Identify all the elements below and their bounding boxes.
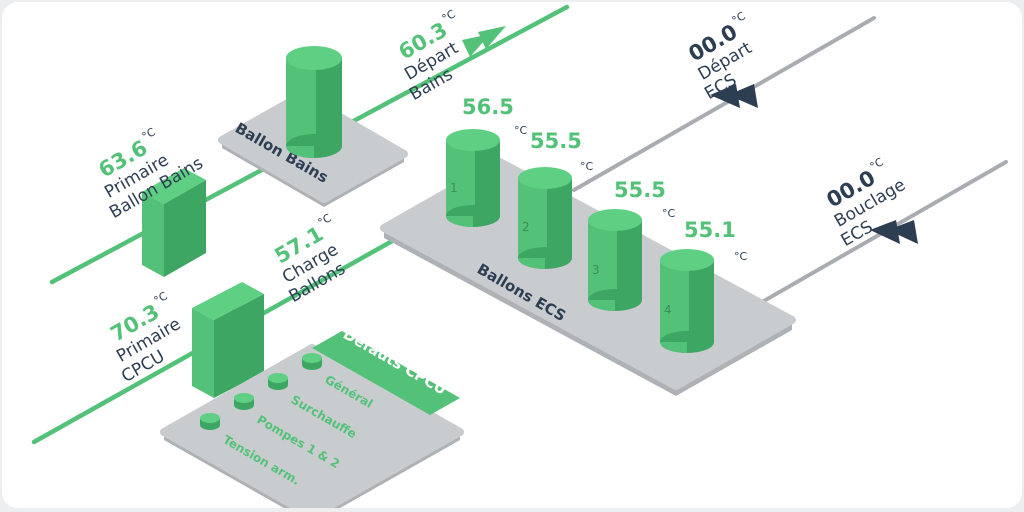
tank-ecs-1-unit: °C <box>514 124 528 137</box>
fault-indicator-pompes <box>234 393 254 410</box>
tank-ecs-4-temp: 55.1 <box>684 218 736 242</box>
fault-indicator-general <box>302 353 322 370</box>
sensor-primaire-ballon-bains-unit: °C <box>140 125 158 143</box>
bouclage-ecs-flow-arrow <box>870 220 918 244</box>
tank-ecs-1-index: 1 <box>450 181 458 195</box>
tank-ecs-2-unit: °C <box>580 160 594 173</box>
sensor-charge-ballons: 57.1 °C Charge Ballons <box>271 211 350 307</box>
tank-ecs-1: 1 <box>446 129 500 227</box>
sensor-depart-ecs: 00.0 °C Départ ECS <box>685 9 756 104</box>
tank-ecs-3-index: 3 <box>592 263 600 277</box>
sensor-primaire-cpcu-unit: °C <box>152 289 170 307</box>
tank-ballon-bains <box>286 46 342 158</box>
sensor-depart-bains-unit: °C <box>440 7 458 25</box>
fault-indicator-surchauffe <box>268 373 288 390</box>
tank-ecs-2-temp: 55.5 <box>530 129 582 153</box>
sensor-bouclage-ecs-unit: °C <box>868 155 886 173</box>
tank-ecs-2-index: 2 <box>522 220 530 234</box>
tank-ecs-4-index: 4 <box>664 303 672 317</box>
tank-ecs-3: 3 <box>588 209 642 311</box>
sensor-charge-ballons-unit: °C <box>316 211 334 229</box>
pipe-ecs-depart <box>572 16 876 192</box>
tank-ecs-1-temp: 56.5 <box>462 95 514 119</box>
tank-ecs-2: 2 <box>518 167 572 269</box>
exchanger-cpcu <box>192 282 264 398</box>
depart-ecs-flow-arrow <box>710 84 758 108</box>
fault-indicator-tension <box>200 413 220 430</box>
sensor-depart-ecs-unit: °C <box>730 9 748 27</box>
sensor-primaire-cpcu: 70.3 °C Primaire CPCU <box>107 289 185 387</box>
faults-panel-header <box>312 331 460 415</box>
tank-ecs-4-unit: °C <box>734 250 748 263</box>
tank-ecs-4: 4 <box>660 249 714 353</box>
depart-bains-flow-arrow <box>462 26 506 57</box>
tank-ecs-3-temp: 55.5 <box>614 178 666 202</box>
tank-ecs-3-unit: °C <box>662 207 676 220</box>
exchanger-ballon-bains <box>142 168 206 277</box>
